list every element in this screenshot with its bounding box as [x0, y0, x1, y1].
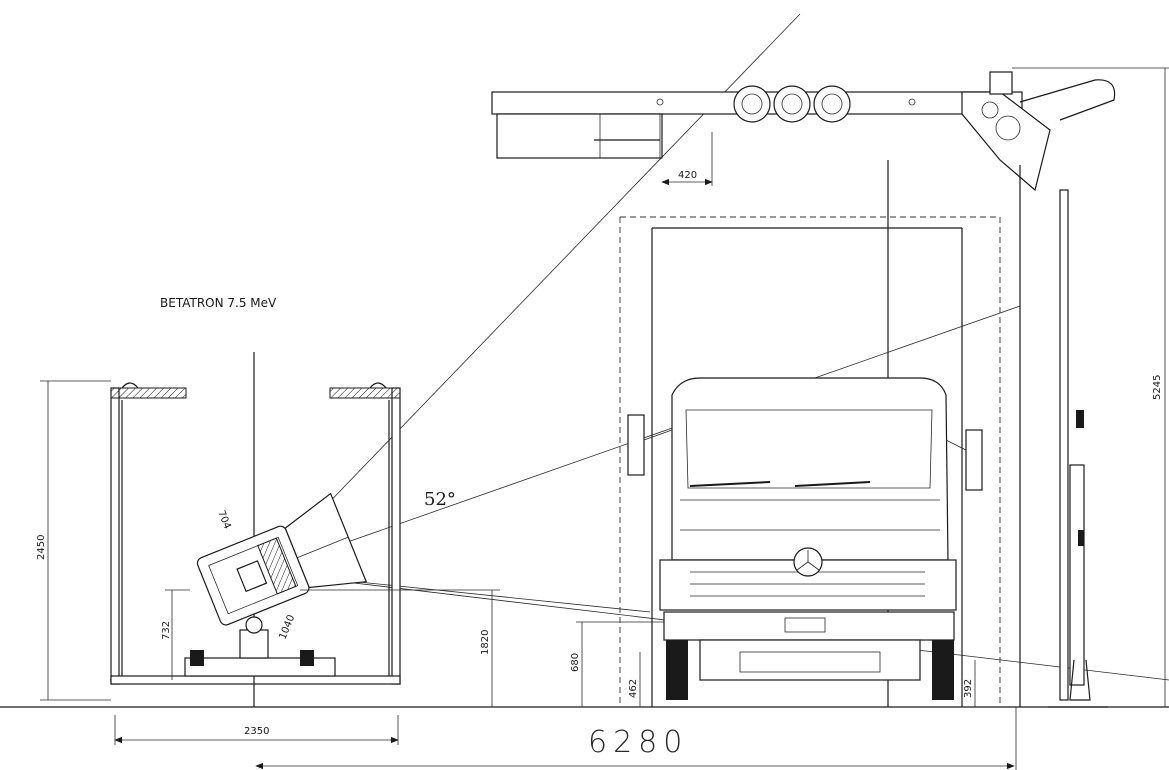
truck: 680 462 392 [570, 377, 983, 707]
portal-column: 5245 [961, 67, 1169, 708]
dim-base-a: 680 [570, 653, 581, 672]
dim-total-width: 6280 [588, 725, 688, 760]
source-label: BETATRON 7.5 MeV [160, 296, 277, 310]
dim-source-height: 1820 [480, 630, 491, 655]
portal-beam: 420 [491, 85, 1023, 186]
dim-base-c: 392 [963, 679, 974, 698]
dim-container-height: 2450 [36, 535, 47, 560]
dim-head-a: 704 [215, 509, 232, 531]
dim-source-offset: 732 [161, 621, 172, 640]
container-dims: 2450 732 1820 2350 704 1040 [36, 380, 500, 745]
dim-top-offset: 420 [678, 170, 697, 181]
total-width-dim: 6280 [255, 707, 1017, 770]
dim-head-b: 1040 [278, 613, 298, 641]
beam-angle-label: 52° [424, 489, 456, 510]
dim-container-width: 2350 [244, 726, 269, 737]
dim-portal-height: 5245 [1152, 375, 1163, 400]
betatron-container [110, 352, 401, 707]
dim-base-b: 462 [628, 679, 639, 698]
